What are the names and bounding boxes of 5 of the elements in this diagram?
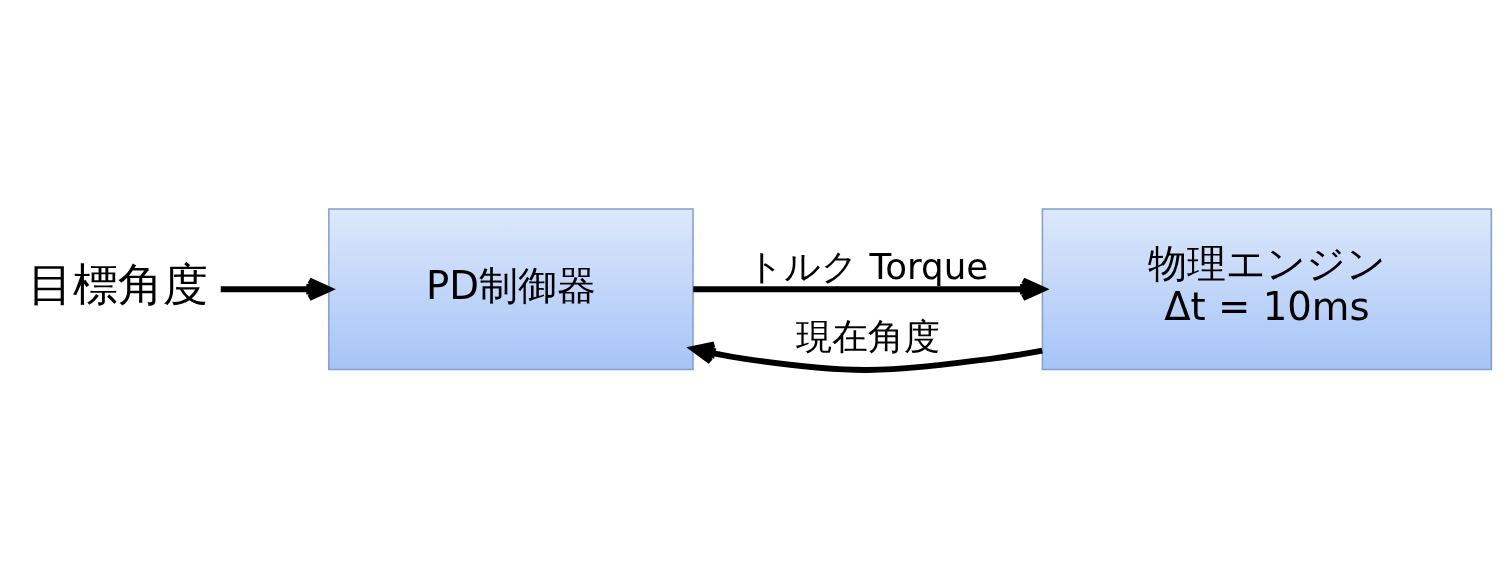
edge-label: トルク Torque — [747, 245, 989, 287]
node-box: 物理エンジン Δt = 10ms — [1041, 207, 1493, 370]
edge-label: 現在角度 — [795, 315, 940, 357]
node-box: PD制御器 — [328, 207, 694, 370]
node-text: 目標角度 — [28, 258, 209, 311]
